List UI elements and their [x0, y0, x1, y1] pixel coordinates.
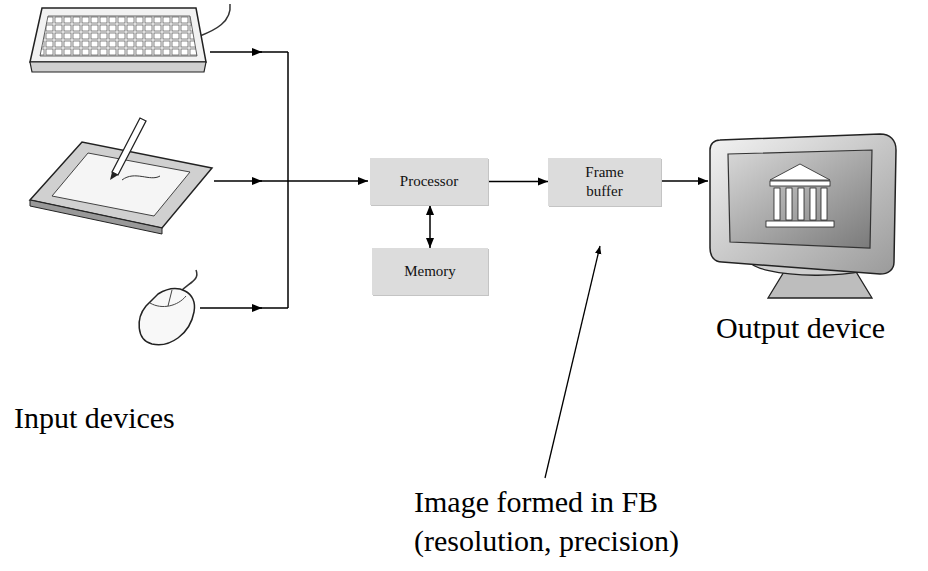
connector-arrow — [429, 205, 431, 248]
keyboard-icon — [30, 4, 230, 72]
image-caption: Image formed in FB (resolution, precisio… — [414, 482, 759, 560]
frame-buffer-box: Frame buffer — [548, 158, 661, 206]
box-label: Memory — [404, 262, 456, 281]
leader-line — [545, 246, 600, 478]
processor-box: Processor — [370, 158, 488, 205]
box-label: Processor — [400, 172, 458, 191]
monitor-icon — [710, 134, 896, 298]
connector-arrow — [488, 181, 548, 183]
mouse-icon — [139, 270, 197, 345]
input-wiring — [200, 52, 708, 308]
memory-box: Memory — [372, 248, 488, 295]
box-label: Frame buffer — [577, 163, 633, 201]
input-label: Input devices — [14, 398, 234, 437]
tablet-icon — [30, 118, 212, 234]
output-label: Output device — [716, 308, 926, 347]
